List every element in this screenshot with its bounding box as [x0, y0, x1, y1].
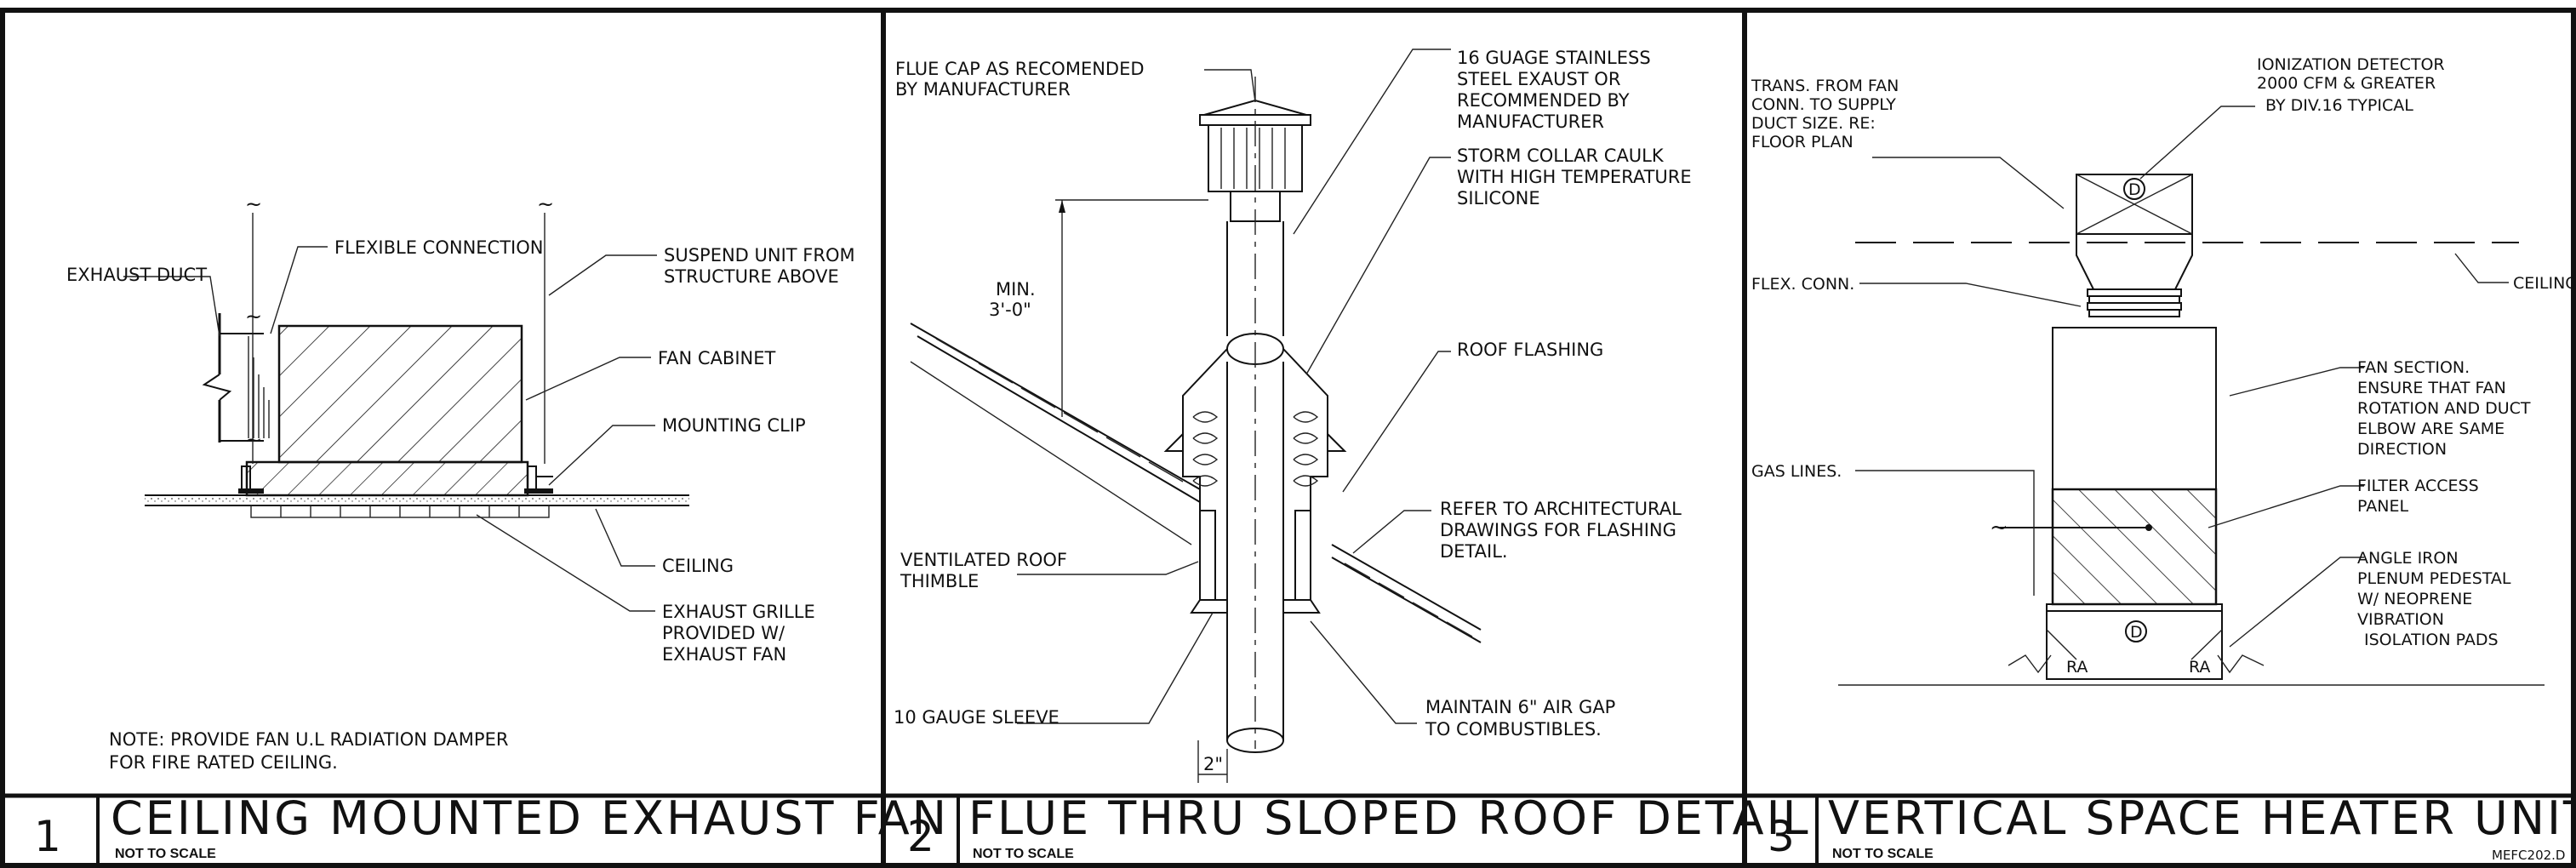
label-angle-3: W/ NEOPRENE — [2357, 590, 2472, 608]
label-ion-1: IONIZATION DETECTOR — [2257, 55, 2445, 74]
sheet-frame — [0, 8, 2576, 868]
svg-text:~: ~ — [245, 428, 262, 452]
label-trans-3: DUCT SIZE. RE: — [1751, 114, 1876, 133]
detail-3-drawing: D D ~ — [1751, 55, 2576, 686]
detail-2-number: 2 — [907, 812, 934, 861]
label-thimble-1: VENTILATED ROOF — [900, 550, 1067, 570]
detail-1-title: CEILING MOUNTED EXHAUST FAN — [111, 791, 949, 845]
label-steel-4: MANUFACTURER — [1457, 111, 1604, 132]
label-ra-left: RA — [2066, 658, 2088, 677]
fan-cabinet — [277, 324, 523, 464]
label-ceiling-3: CEILING — [2513, 274, 2576, 293]
label-mounting-clip: MOUNTING CLIP — [662, 415, 806, 436]
detail-3-title: VERTICAL SPACE HEATER UNIT — [1828, 791, 2576, 845]
detail-1-drawing: ~ ~ ~ ~ EXHAUST DUCT FLEXIBLE CONNECTION… — [66, 192, 855, 773]
label-min-2: 3'-0" — [989, 300, 1031, 320]
mounting-clips — [238, 465, 553, 494]
label-flexible-connection: FLEXIBLE CONNECTION — [334, 237, 543, 258]
label-steel-3: RECOMMENDED BY — [1457, 90, 1630, 111]
label-angle-5: ISOLATION PADS — [2364, 631, 2499, 649]
note-line-2: FOR FIRE RATED CEILING. — [109, 752, 338, 773]
label-roof-flashing: ROOF FLASHING — [1457, 340, 1603, 360]
label-ion-3: BY DIV.16 TYPICAL — [2265, 96, 2413, 115]
label-steel-2: STEEL EXAUST OR — [1457, 69, 1620, 89]
detail-3-number: 3 — [1768, 812, 1795, 861]
label-refer-1: REFER TO ARCHITECTURAL — [1440, 499, 1682, 519]
label-flue-cap-2: BY MANUFACTURER — [895, 79, 1071, 100]
svg-text:~: ~ — [245, 305, 262, 328]
label-thimble-2: THIMBLE — [900, 571, 979, 591]
label-flex-conn: FLEX. CONN. — [1751, 275, 1854, 294]
ionization-detector-lower — [2125, 620, 2147, 642]
label-fan-3: ROTATION AND DUCT — [2357, 399, 2531, 418]
label-ra-right: RA — [2189, 658, 2210, 677]
svg-text:~: ~ — [537, 192, 554, 216]
flex-connection — [2087, 288, 2182, 317]
label-fan-4: ELBOW ARE SAME — [2357, 420, 2505, 438]
label-storm-3: SILICONE — [1457, 188, 1540, 208]
detail-1-title-block: 1 CEILING MOUNTED EXHAUST FAN NOT TO SCA… — [34, 791, 949, 861]
label-steel-1: 16 GUAGE STAINLESS — [1457, 48, 1651, 68]
filter-section — [2051, 488, 2218, 606]
label-fan-5: DIRECTION — [2357, 440, 2447, 459]
label-gap-2: TO COMBUSTIBLES. — [1425, 719, 1602, 740]
label-ion-2: 2000 CFM & GREATER — [2257, 74, 2436, 93]
detail-3-scale-note: NOT TO SCALE — [1832, 847, 1933, 861]
detector-symbol-upper: D — [2128, 180, 2141, 199]
supply-transition: D — [2076, 174, 2193, 290]
label-refer-3: DETAIL. — [1440, 541, 1508, 562]
label-grille-1: EXHAUST GRILLE — [662, 602, 815, 622]
sheet-number: MEFC202.D — [2492, 848, 2565, 863]
label-fan-1: FAN SECTION. — [2357, 358, 2470, 377]
label-storm-1: STORM COLLAR CAULK — [1457, 146, 1665, 166]
label-angle-2: PLENUM PEDESTAL — [2357, 569, 2511, 588]
label-ceiling: CEILING — [662, 556, 734, 576]
ceiling-slab — [145, 495, 689, 505]
label-dim-2: 2" — [1203, 754, 1223, 774]
label-angle-4: VIBRATION — [2357, 610, 2444, 629]
detector-symbol-lower: D — [2130, 623, 2143, 642]
ventilated-thimble — [1163, 348, 1347, 614]
label-filter-2: PANEL — [2357, 497, 2408, 516]
detail-2-title: FLUE THRU SLOPED ROOF DETAIL — [968, 791, 1811, 845]
fan-section — [2052, 327, 2217, 490]
detail-1-scale-note: NOT TO SCALE — [115, 847, 216, 861]
plenum-pedestal — [2046, 610, 2223, 680]
label-grille-2: PROVIDED W/ — [662, 623, 785, 643]
label-trans-1: TRANS. FROM FAN — [1751, 77, 1899, 95]
flue-pipe — [1226, 77, 1284, 753]
label-angle-1: ANGLE IRON — [2357, 549, 2459, 568]
label-gas-lines: GAS LINES. — [1751, 462, 1842, 481]
detail-1-number: 1 — [34, 812, 61, 861]
label-exhaust-duct: EXHAUST DUCT — [66, 265, 207, 285]
flue-cap — [1199, 99, 1311, 222]
cabinet-base — [245, 460, 529, 497]
svg-text:~: ~ — [245, 192, 262, 216]
detail-2-title-block: 2 FLUE THRU SLOPED ROOF DETAIL NOT TO SC… — [907, 791, 1811, 861]
label-sleeve: 10 GAUGE SLEEVE — [894, 707, 1060, 728]
note-line-1: NOTE: PROVIDE FAN U.L RADIATION DAMPER — [109, 729, 508, 750]
label-suspend-2: STRUCTURE ABOVE — [664, 266, 839, 287]
label-fan-cabinet: FAN CABINET — [658, 348, 776, 368]
label-grille-3: EXHAUST FAN — [662, 644, 786, 665]
ionization-detector-upper — [2123, 178, 2145, 200]
label-flue-cap-1: FLUE CAP AS RECOMENDED — [895, 59, 1145, 79]
label-min-1: MIN. — [996, 279, 1036, 300]
label-refer-2: DRAWINGS FOR FLASHING — [1440, 520, 1676, 540]
label-filter-1: FILTER ACCESS — [2357, 477, 2479, 495]
label-trans-2: CONN. TO SUPPLY — [1751, 95, 1896, 114]
label-trans-4: FLOOR PLAN — [1751, 133, 1853, 151]
detail-2-drawing: FLUE CAP AS RECOMENDED BY MANUFACTURER 1… — [894, 48, 1692, 783]
detail-3-title-block: 3 VERTICAL SPACE HEATER UNIT NOT TO SCAL… — [1768, 791, 2576, 861]
svg-text:~: ~ — [1990, 515, 2008, 540]
label-suspend-1: SUSPEND UNIT FROM — [664, 245, 855, 266]
detail-2-scale-note: NOT TO SCALE — [973, 847, 1074, 861]
label-fan-2: ENSURE THAT FAN — [2357, 379, 2506, 397]
label-storm-2: WITH HIGH TEMPERATURE — [1457, 167, 1692, 187]
label-gap-1: MAINTAIN 6" AIR GAP — [1425, 697, 1615, 717]
